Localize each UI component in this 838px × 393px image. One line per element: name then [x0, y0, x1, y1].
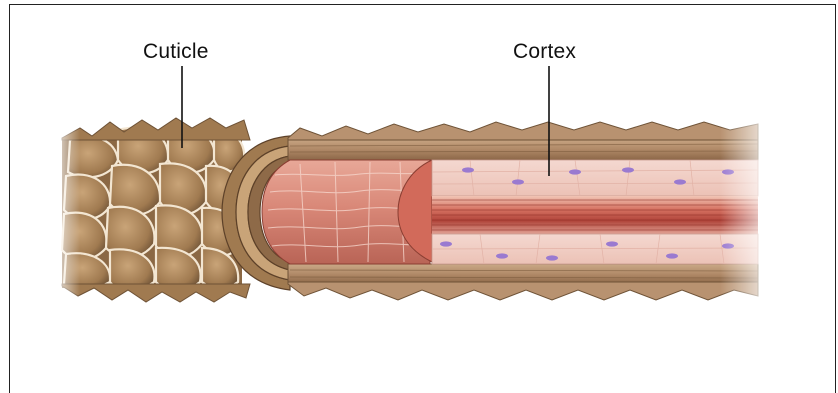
- fade-left: [50, 118, 80, 308]
- cortex-cell-layer-bottom: [432, 234, 758, 264]
- cortex-cell-layer-top: [432, 160, 758, 196]
- cuticle-sheath-bottom: [288, 264, 758, 300]
- cuticle-sheath-top: [288, 122, 758, 160]
- fade-right: [720, 118, 780, 308]
- cortex-fibers: [432, 196, 758, 234]
